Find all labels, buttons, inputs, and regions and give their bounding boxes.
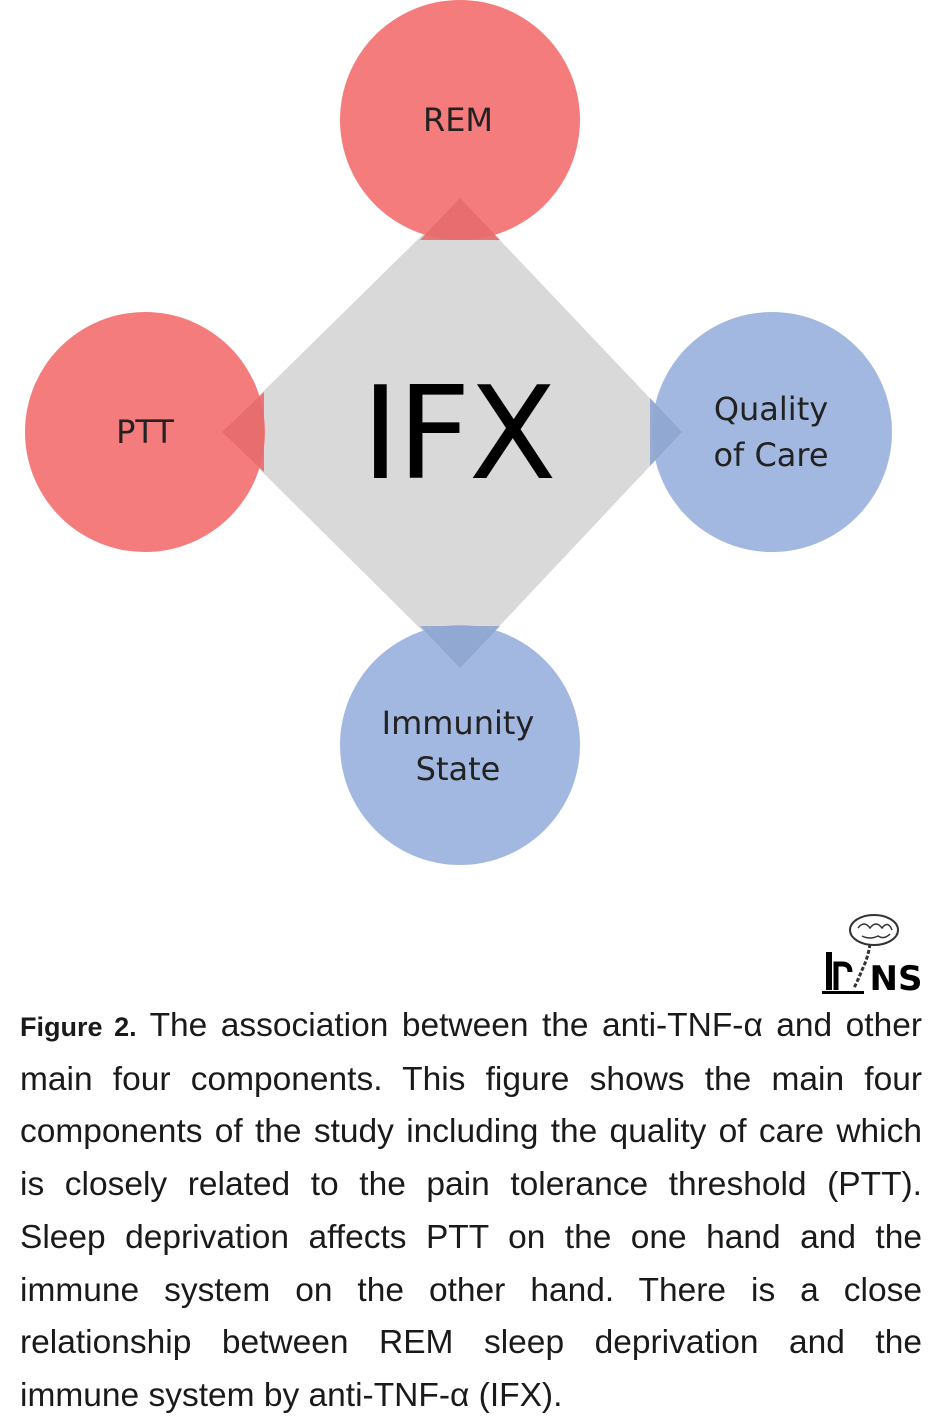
node-ptt-label: PTT: [116, 413, 174, 451]
node-rem: [340, 0, 580, 240]
node-rem-label: REM: [423, 101, 493, 139]
overlap-tip-bottom: [420, 626, 500, 668]
node-immunity-state-label-line-2: State: [416, 750, 501, 788]
caption-text: The association between the anti-TNF-α a…: [20, 1007, 922, 1414]
center-label: IFX: [361, 360, 554, 509]
diagram: IFX REM PTT Quality of Care Immunity Sta…: [25, 0, 892, 865]
overlap-tip-top: [420, 198, 500, 240]
spine-icon: [852, 943, 872, 989]
center-diamond: [222, 198, 682, 668]
node-quality-of-care-label-line-2: of Care: [713, 436, 828, 474]
caption-label: Figure 2.: [20, 1012, 137, 1042]
node-immunity-state: [340, 625, 580, 865]
node-ptt: [25, 312, 265, 552]
brain-icon: [849, 914, 899, 946]
overlap-tip-right: [650, 398, 682, 466]
overlap-tip-left: [222, 392, 264, 472]
node-quality-of-care: [652, 312, 892, 552]
svg-text:NS: NS: [870, 959, 923, 996]
journal-logo: NS: [822, 914, 923, 996]
node-immunity-state-label-line-1: Immunity: [382, 704, 535, 742]
node-quality-of-care-label-line-1: Quality: [714, 390, 828, 428]
figure-caption: Figure 2. The association between the an…: [20, 1000, 922, 1423]
